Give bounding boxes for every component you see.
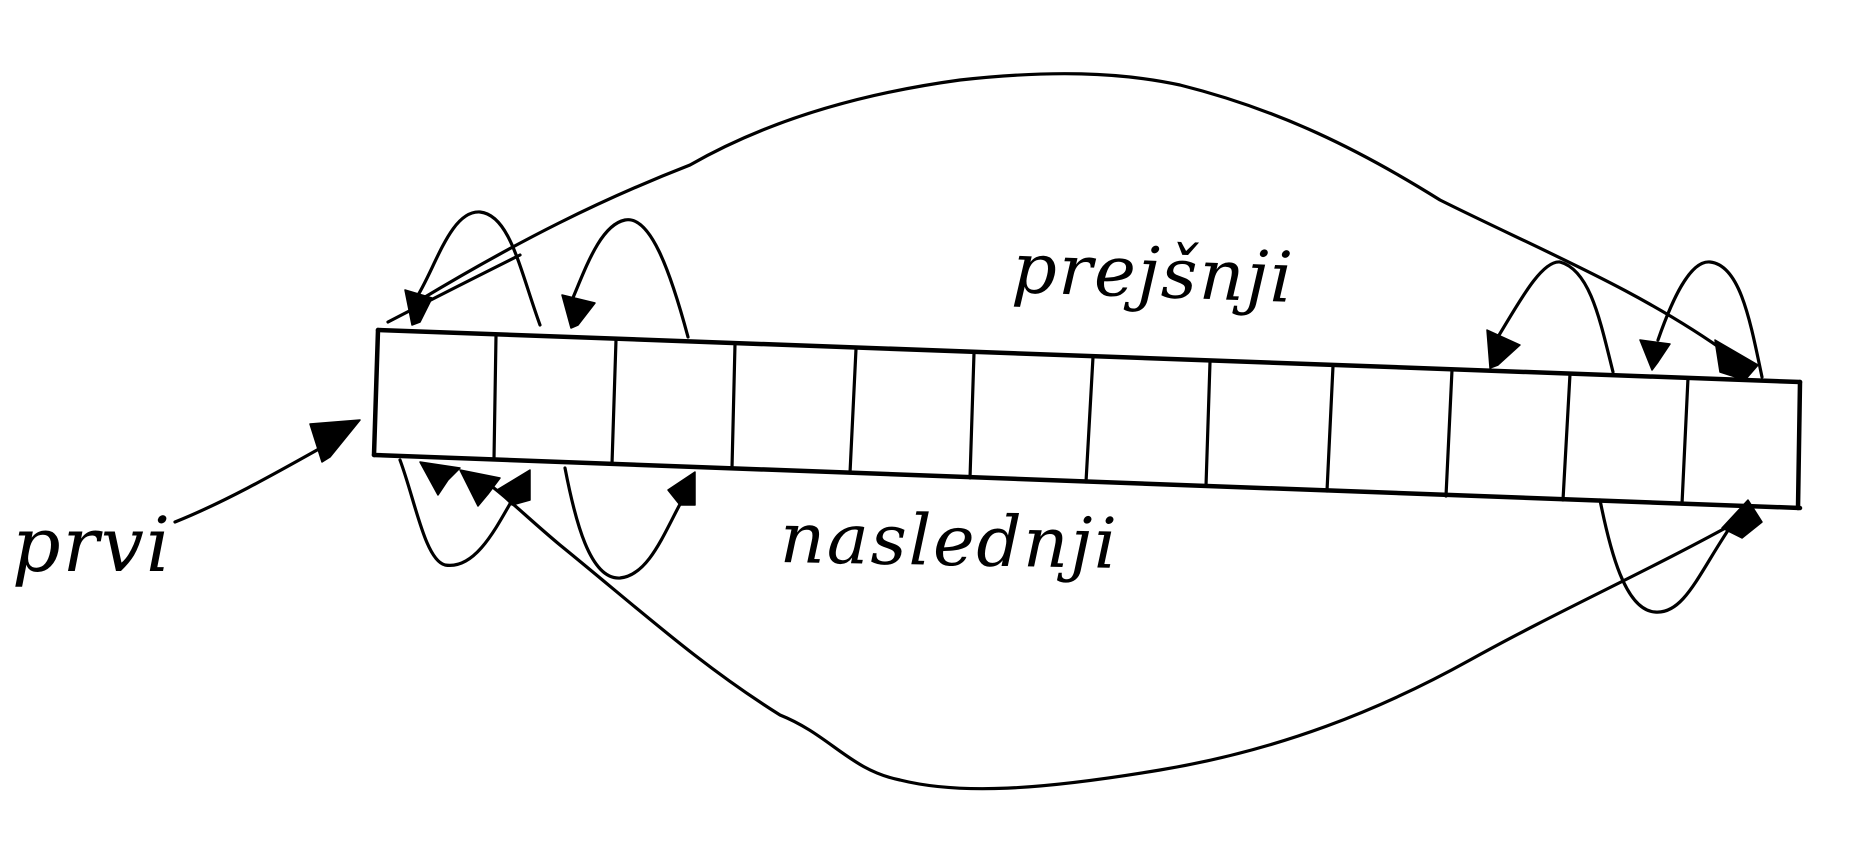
cell-divider (848, 347, 858, 475)
cell-divider (1561, 372, 1572, 502)
first-pointer (173, 419, 361, 524)
arrowhead-icon (404, 289, 433, 326)
cell-divider (492, 334, 498, 461)
top-arc-arrowhead-icon (1714, 339, 1759, 381)
bottom-arc-start-arrowhead-icon (459, 469, 501, 507)
label-first: prvi (12, 500, 173, 589)
arrowhead-icon (561, 294, 596, 329)
right-next-loop (1598, 498, 1737, 614)
cell-divider (1084, 355, 1095, 484)
label-next: naslednji (779, 497, 1120, 585)
left-next-loops (398, 458, 696, 580)
label-previous: prejšnji (1010, 227, 1296, 319)
cell-divider (610, 338, 618, 466)
cell-divider (730, 342, 737, 470)
bottom-arc-arrowhead-icon (1721, 499, 1763, 539)
cell-divider (1204, 360, 1212, 488)
arrowhead-icon (667, 471, 696, 506)
cell-divider (1444, 368, 1454, 498)
first-pointer-arrowhead-icon (309, 419, 361, 463)
right-prev-loops (1486, 260, 1764, 379)
left-prev-loops (404, 210, 690, 339)
cell-divider (1680, 376, 1690, 506)
arrowhead-icon (496, 469, 531, 506)
bottom-arc-link (459, 469, 1763, 791)
arrowhead-icon (419, 461, 461, 496)
cell-divider (1325, 364, 1335, 493)
cell-divider (968, 351, 976, 480)
list-strip (371, 327, 1803, 511)
top-arc-link (386, 72, 1759, 381)
arrowhead-icon (1486, 329, 1521, 369)
arrowhead-icon (1639, 339, 1671, 371)
